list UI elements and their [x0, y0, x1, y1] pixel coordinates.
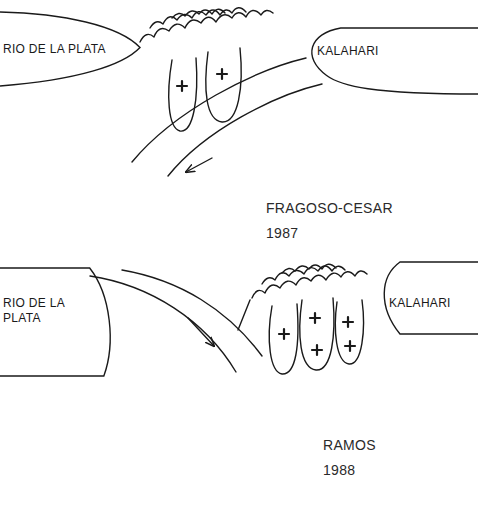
- craton-name: RIO DE LA PLATA: [3, 42, 106, 57]
- author-citation: FRAGOSO-CESAR 1987: [266, 196, 399, 245]
- craton: KALAHARI: [302, 28, 478, 94]
- granite-symbol: [345, 341, 355, 351]
- craton-name: KALAHARI: [317, 44, 379, 59]
- granite-symbol: [279, 329, 289, 339]
- craton-edge: [384, 262, 478, 334]
- craton-outline: [302, 28, 478, 94]
- craton: RIO DE LA PLATA: [0, 12, 140, 86]
- mountain-line: [238, 300, 250, 330]
- craton-edge: [0, 268, 110, 376]
- subducting-slab: [90, 276, 236, 372]
- motion-arrow: [188, 318, 214, 346]
- granite-symbol: [217, 69, 227, 79]
- motion-arrow: [186, 158, 212, 172]
- mountain-line: [282, 264, 336, 273]
- mountain-line: [150, 8, 246, 28]
- granite-symbol: [177, 81, 187, 91]
- granite-symbol: [312, 345, 322, 355]
- craton-edge: [0, 12, 140, 86]
- granite-symbol: [343, 317, 353, 327]
- mountain-line: [252, 271, 367, 298]
- craton-name: RIO DE LA PLATA: [3, 296, 81, 326]
- pluton: [335, 300, 363, 364]
- craton-edge: [312, 28, 478, 94]
- craton-name: KALAHARI: [389, 296, 451, 311]
- mountain-line: [262, 266, 345, 284]
- pluton: [300, 298, 334, 370]
- subducting-slab: [168, 84, 322, 176]
- mountain-line: [172, 9, 225, 18]
- craton: KALAHARI: [378, 262, 478, 334]
- pluton: [269, 304, 298, 374]
- subducting-slab: [122, 270, 262, 356]
- pluton: [169, 58, 197, 131]
- craton: RIO DE LA PLATA: [0, 268, 118, 376]
- author-citation: RAMOS 1988: [323, 433, 387, 482]
- granite-symbol: [310, 313, 320, 323]
- subducting-slab: [132, 58, 306, 162]
